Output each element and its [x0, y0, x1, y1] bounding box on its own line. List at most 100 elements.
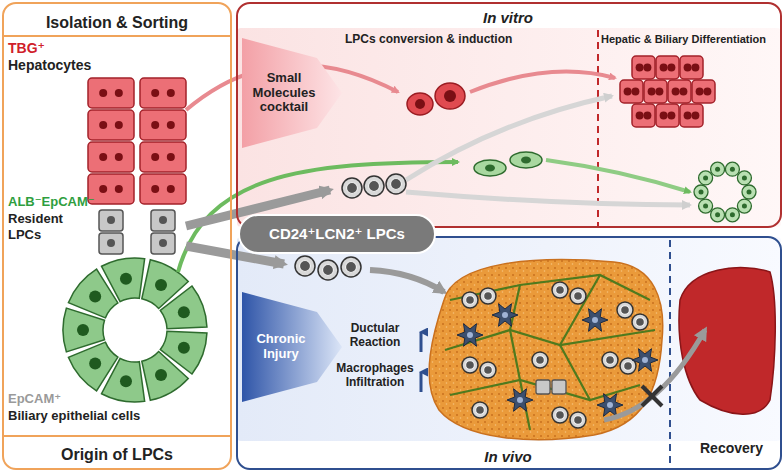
nucleus — [484, 366, 493, 375]
hepatocyte — [88, 174, 134, 204]
nucleus — [476, 406, 485, 415]
lpc-cell — [386, 174, 406, 194]
healthy-liver — [679, 268, 775, 415]
lpc-cell — [552, 407, 568, 423]
annotation-label: Biliary epithelial cells — [8, 409, 140, 424]
nucleus — [624, 88, 632, 96]
lpc-cell — [318, 260, 338, 280]
nucleus — [636, 64, 644, 72]
nucleus — [742, 204, 747, 209]
macrophage — [492, 304, 518, 327]
macrophage — [582, 309, 608, 332]
hepatocyte — [140, 78, 186, 108]
nucleus — [99, 121, 107, 129]
nucleus — [346, 262, 357, 273]
hepatocyte — [668, 80, 691, 103]
nucleus — [99, 153, 107, 161]
nucleus — [643, 112, 651, 120]
nucleus — [115, 185, 123, 193]
biliary-ring — [63, 258, 207, 402]
nucleus — [99, 89, 107, 97]
lpc-cell — [632, 314, 648, 330]
nucleus — [323, 265, 334, 276]
nucleus — [747, 190, 752, 195]
nucleus — [300, 261, 311, 272]
lpc-cell — [536, 380, 550, 394]
nucleus — [178, 306, 190, 318]
nucleus — [77, 324, 89, 336]
nucleus — [369, 181, 380, 192]
nucleus — [484, 292, 493, 301]
nucleus — [347, 183, 358, 194]
hepatocyte — [632, 56, 655, 79]
ductular-lines — [445, 275, 655, 430]
lpc-cell — [570, 288, 586, 304]
lpc-cell — [617, 302, 633, 318]
annotation-label: Hepatocytes — [8, 57, 91, 73]
panel-ground — [237, 237, 781, 441]
nucleus — [151, 185, 159, 193]
nucleus — [624, 362, 633, 371]
hepatocyte — [88, 78, 134, 108]
nucleus — [178, 342, 190, 354]
nucleus — [730, 167, 735, 172]
hepatocyte — [680, 56, 703, 79]
lpc-cell — [552, 282, 568, 298]
biliary-cell — [699, 171, 713, 185]
lpc-cell — [480, 362, 496, 378]
hepatocyte — [644, 80, 667, 103]
biliary-cell — [725, 162, 739, 176]
annotation-label: EpCAM⁺ — [8, 392, 61, 407]
recovery-arrow — [604, 330, 705, 420]
nucleus — [684, 64, 692, 72]
nucleus — [89, 291, 101, 303]
biliary-cell — [142, 352, 188, 401]
converted-biliary-cells — [474, 152, 542, 176]
lpc-cell — [295, 256, 315, 276]
nucleus — [715, 167, 720, 172]
nucleus — [703, 88, 711, 96]
hepatocyte — [88, 110, 134, 140]
nucleus — [151, 153, 159, 161]
annotation-label: LPCs — [8, 228, 41, 243]
biliary-cell — [742, 185, 756, 199]
blocked-mark — [642, 386, 662, 406]
nucleus — [691, 112, 699, 120]
annotation-label: Hepatic & Biliary Differentiation — [601, 33, 766, 46]
annotation-label: LPCs conversion & induction — [345, 33, 512, 47]
lpc-cell — [342, 178, 362, 198]
lpc-cell — [480, 288, 496, 304]
panel: In vivoChronic Injury — [236, 236, 782, 470]
nucleus — [672, 88, 680, 96]
hepatocyte-cells — [88, 78, 186, 204]
biliary-organoid — [694, 162, 756, 222]
lpc-cells — [295, 256, 361, 280]
nucleus — [115, 153, 123, 161]
biliary-cell — [699, 199, 713, 213]
hepatocyte — [140, 142, 186, 172]
nucleus — [643, 64, 651, 72]
nucleus — [167, 89, 175, 97]
nucleus — [517, 397, 523, 403]
cell-label: CD24⁺LCN2⁺ LPCs — [240, 216, 434, 252]
nucleus — [115, 89, 123, 97]
nucleus — [648, 88, 656, 96]
lpc-cell — [602, 352, 618, 368]
nucleus — [703, 204, 708, 209]
lpc-cell — [570, 412, 586, 428]
lpc-cell — [552, 380, 566, 394]
nucleus — [696, 88, 704, 96]
panel-ground — [3, 3, 231, 469]
nucleus — [606, 356, 615, 365]
converted-hepatocytes — [407, 83, 465, 115]
panel-title: In vitro — [438, 7, 578, 29]
macrophage — [457, 324, 483, 347]
arrow-label: Chronic Injury — [244, 322, 318, 372]
nucleus — [120, 375, 132, 387]
hepatocyte — [656, 56, 679, 79]
hepatocyte — [680, 104, 703, 127]
lpc-cell — [341, 257, 361, 277]
nucleus — [120, 273, 132, 285]
biliary-cell — [694, 185, 708, 199]
nucleus — [574, 416, 583, 425]
